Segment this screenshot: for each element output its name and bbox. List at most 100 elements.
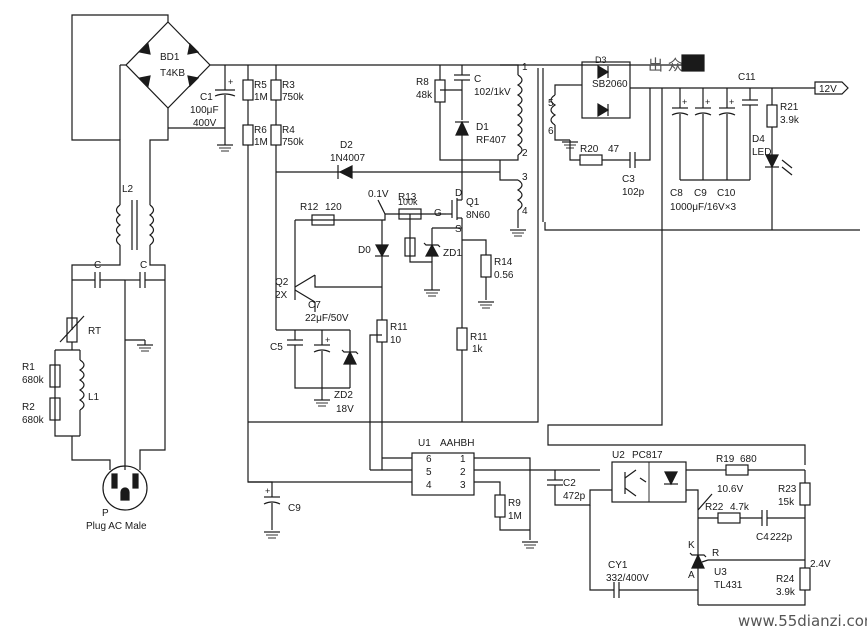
output-12v-label: 12V	[819, 84, 837, 95]
u3-label: U3	[714, 567, 727, 578]
u2-led	[664, 471, 678, 486]
cx1-label: C	[94, 260, 101, 271]
wire-l2-bottom-left	[71, 245, 121, 330]
r5-label: R5	[254, 80, 267, 91]
q1-label: Q1	[466, 197, 480, 208]
r24-value: 3.9k	[776, 587, 796, 598]
resistor-r11a	[376, 319, 388, 343]
t-pin-5: 5	[548, 98, 554, 109]
c5-label: C5	[270, 342, 283, 353]
c10-label: C10	[717, 188, 736, 199]
wire-v106-arrow	[697, 493, 713, 511]
resistor-r14	[480, 254, 492, 278]
r1-value: 680k	[22, 375, 45, 386]
ground-symbol-c9	[264, 531, 280, 539]
r23-value: 15k	[778, 497, 795, 508]
regulator-u3	[689, 540, 709, 605]
c4-value: 222p	[770, 532, 793, 543]
d4-label: D4	[752, 134, 765, 145]
wire-u1-pin4-left	[247, 422, 273, 497]
r6-value: 1M	[254, 137, 268, 148]
u3-a: A	[688, 570, 695, 581]
resistor-r11b	[456, 327, 468, 351]
u1-pin-4: 4	[426, 480, 432, 491]
r21-value: 3.9k	[780, 115, 800, 126]
c8-plus: +	[682, 97, 687, 107]
u1-pin-3: 3	[460, 480, 466, 491]
c7-label: C7	[308, 300, 321, 311]
r1-label: R1	[22, 362, 35, 373]
q2-label: Q2	[275, 277, 289, 288]
led-d4	[765, 154, 793, 176]
zener-zd2	[341, 330, 359, 388]
r12-value: 120	[325, 202, 342, 213]
c7-value: 22μF/50V	[305, 313, 349, 324]
resistor-r2	[49, 397, 61, 421]
v01-label: 0.1V	[368, 189, 389, 200]
q2-value: 2X	[275, 290, 288, 301]
wire-c5-down	[294, 345, 350, 389]
r11a-label: R11	[390, 322, 408, 333]
d2-label: D2	[340, 140, 353, 151]
wire-out-down	[547, 88, 806, 465]
d1-value: RF407	[476, 135, 506, 146]
cx2-label: C	[140, 260, 147, 271]
r2-label: R2	[22, 402, 35, 413]
handwritten-scribble: 出 众	[648, 56, 683, 74]
capacitor-bank	[671, 88, 750, 181]
r22-value: 4.7k	[730, 502, 750, 513]
r20-label: R20	[580, 144, 599, 155]
r19-label: R19	[716, 454, 735, 465]
cbank-value: 1000μF/16V×3	[670, 202, 737, 213]
resistor-r1	[49, 364, 61, 388]
r2-value: 680k	[22, 415, 45, 426]
ac-plug	[102, 465, 148, 511]
wire-r8-down	[439, 102, 500, 161]
u2-label: U2	[612, 450, 625, 461]
resistor-r19	[725, 464, 749, 476]
d3-value: SB2060	[592, 79, 628, 90]
r3-label: R3	[282, 80, 295, 91]
u1-pin-6: 6	[426, 454, 432, 465]
v24-label: 2.4V	[810, 559, 831, 570]
c8-label: C8	[670, 188, 683, 199]
d0-label: D0	[358, 245, 371, 256]
plug-value: Plug AC Male	[86, 521, 147, 532]
wire-r1r2-left	[54, 350, 80, 437]
diode-d3-box	[581, 61, 631, 119]
r8-value: 48k	[416, 90, 433, 101]
c-snub-label: C	[474, 74, 481, 85]
t-pin-1: 1	[522, 62, 528, 73]
t-pin-3: 3	[522, 172, 528, 183]
inductor-l1	[78, 359, 85, 411]
bd1-value: T4KB	[160, 68, 185, 79]
ground-symbol-zd2	[314, 399, 330, 407]
rt-label: RT	[88, 326, 101, 337]
u3-k: K	[688, 540, 695, 551]
zd2-value: 18V	[336, 404, 354, 415]
r12-label: R12	[300, 202, 319, 213]
bridge-rectifier-bd1	[125, 21, 211, 128]
capacitor-c9-p2	[263, 501, 281, 505]
wire-zd1	[409, 214, 433, 280]
c9b-plus: +	[705, 97, 710, 107]
u1-pin-2: 2	[460, 467, 466, 478]
resistor-r20	[579, 154, 603, 166]
bd1-label: BD1	[160, 52, 180, 63]
u1-pin-5: 5	[426, 467, 432, 478]
r11b-label: R11	[470, 332, 488, 343]
diode-d3a	[597, 64, 610, 80]
capacitor-cx2	[125, 272, 165, 288]
cy1-value: 332/400V	[606, 573, 649, 584]
resistor-r6	[242, 124, 254, 146]
wire-gnd-ret	[544, 222, 860, 231]
wire-v01-arrow	[377, 199, 386, 215]
c1-label: C1	[200, 92, 213, 103]
cy1-label: CY1	[608, 560, 628, 571]
u2-phototransistor	[624, 469, 647, 497]
c7-plus: +	[325, 335, 330, 345]
wire-u1-pin1	[474, 457, 600, 471]
wire-r20	[569, 140, 580, 161]
wire-r9-down	[499, 517, 530, 531]
r21-label: R21	[780, 102, 799, 113]
